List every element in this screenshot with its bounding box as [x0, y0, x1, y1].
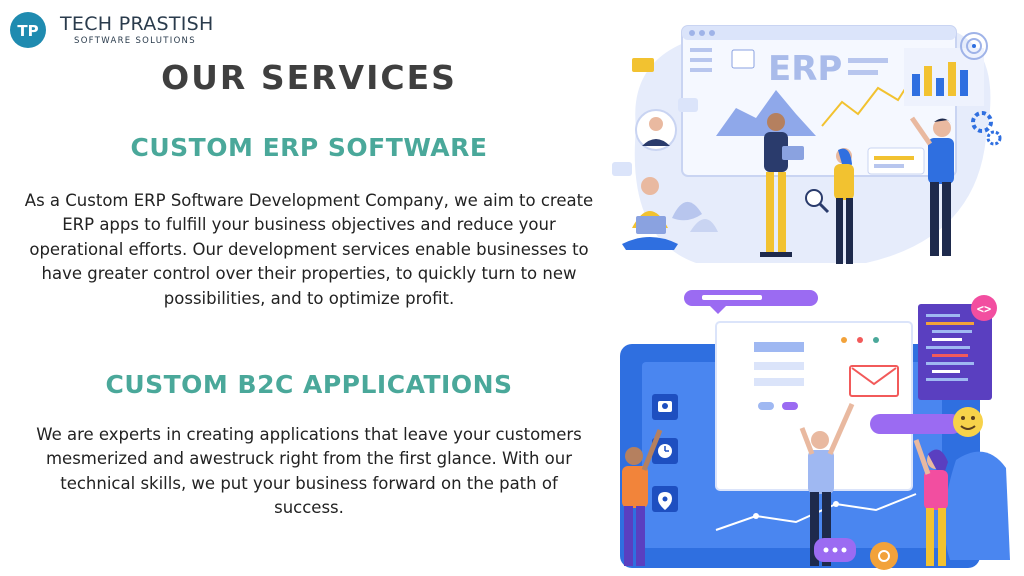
company-logo: TP TECH PRASTISH SOFTWARE SOLUTIONS [10, 12, 220, 48]
section-title-erp: CUSTOM ERP SOFTWARE [130, 133, 488, 162]
at-sign-icon [870, 542, 898, 570]
code-panel [918, 304, 992, 400]
camera-icon [658, 401, 672, 412]
location-pin-icon [658, 492, 672, 510]
erp-label: ERP [768, 49, 842, 89]
smiley-icon [953, 407, 983, 437]
section-title-b2c: CUSTOM B2C APPLICATIONS [105, 370, 513, 399]
page-title: OUR SERVICES [161, 58, 457, 97]
clock-icon [658, 444, 672, 458]
code-tag-label: <> [977, 302, 991, 316]
section-body-b2c: We are experts in creating applications … [36, 425, 582, 518]
tp-logo-icon: TP [10, 12, 46, 48]
code-tag-icon: <> [971, 295, 997, 321]
b2c-app-illustration: <> [620, 290, 1010, 570]
target-icon [960, 32, 988, 60]
logo-subtitle: SOFTWARE SOLUTIONS [74, 36, 196, 46]
mail-icon [849, 365, 899, 397]
gear-icon [971, 111, 1002, 146]
erp-team-illustration: ERP [612, 25, 1002, 264]
section-body-erp: As a Custom ERP Software Development Com… [24, 191, 594, 308]
magnifier-icon [805, 189, 830, 214]
logo-initials: TP [17, 22, 38, 40]
logo-title: TECH PRASTISH [60, 13, 214, 35]
